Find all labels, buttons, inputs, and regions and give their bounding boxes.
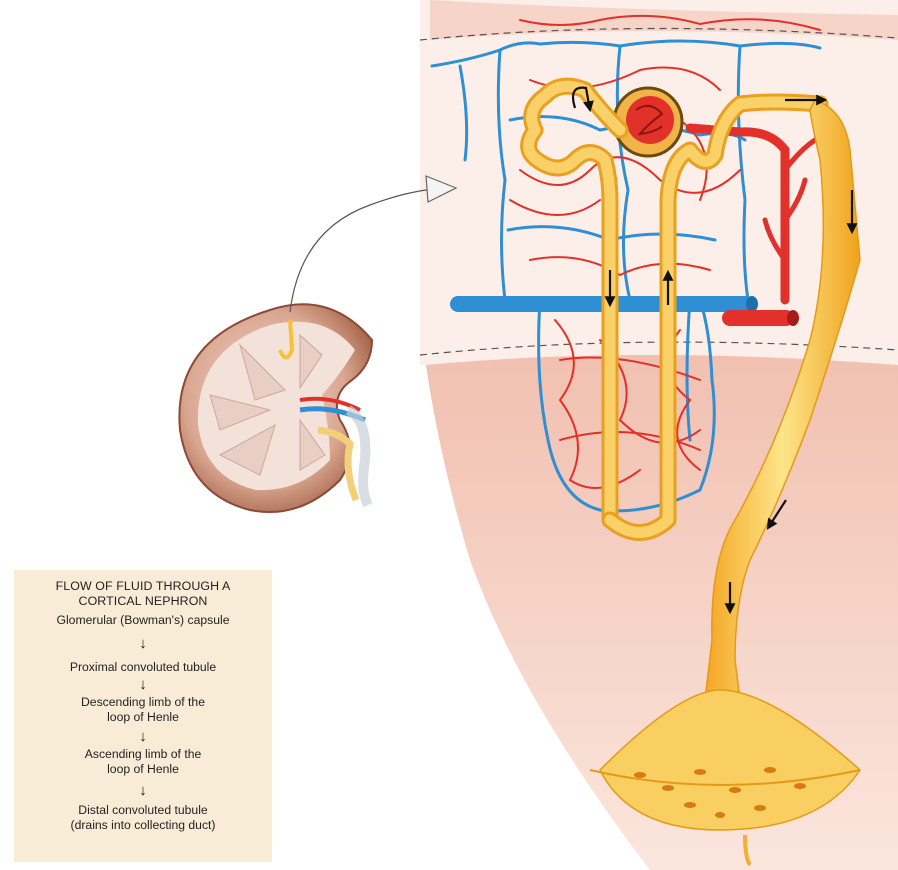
renal-corpuscle [614, 88, 682, 156]
flow-step-proximal-tubule: Proximal convoluted tubule [14, 660, 272, 675]
flow-step-text: loop of Henle [14, 762, 272, 777]
flow-step-distal-tubule: Distal convoluted tubule (drains into co… [14, 803, 272, 833]
flow-step-text: (drains into collecting duct) [14, 818, 272, 833]
flow-step-text: Distal convoluted tubule [14, 803, 272, 818]
down-arrow-icon: ↓ [14, 677, 272, 695]
down-arrow-icon: ↓ [14, 636, 272, 654]
flow-step-text: Ascending limb of the [14, 747, 272, 762]
flow-step-ascending-limb: Ascending limb of the loop of Henle [14, 747, 272, 777]
interlobular-artery [722, 310, 794, 326]
flow-title-line2: CORTICAL NEPHRON [14, 594, 272, 609]
flow-step-text: Proximal convoluted tubule [14, 660, 272, 675]
kidney-illustration [179, 304, 372, 512]
flow-title-line1: FLOW OF FLUID THROUGH A [14, 579, 272, 594]
flow-step-text: Glomerular (Bowman's) capsule [14, 613, 272, 628]
down-arrow-icon: ↓ [14, 729, 272, 747]
flow-summary-box: FLOW OF FLUID THROUGH A CORTICAL NEPHRON… [14, 570, 272, 862]
flow-step-text: loop of Henle [14, 710, 272, 725]
flow-step-text: Descending limb of the [14, 695, 272, 710]
flow-step-glomerular-capsule: Glomerular (Bowman's) capsule [14, 613, 272, 628]
down-arrow-icon: ↓ [14, 783, 272, 801]
flow-box-title: FLOW OF FLUID THROUGH A CORTICAL NEPHRON [14, 579, 272, 609]
flow-step-descending-limb: Descending limb of the loop of Henle [14, 695, 272, 725]
